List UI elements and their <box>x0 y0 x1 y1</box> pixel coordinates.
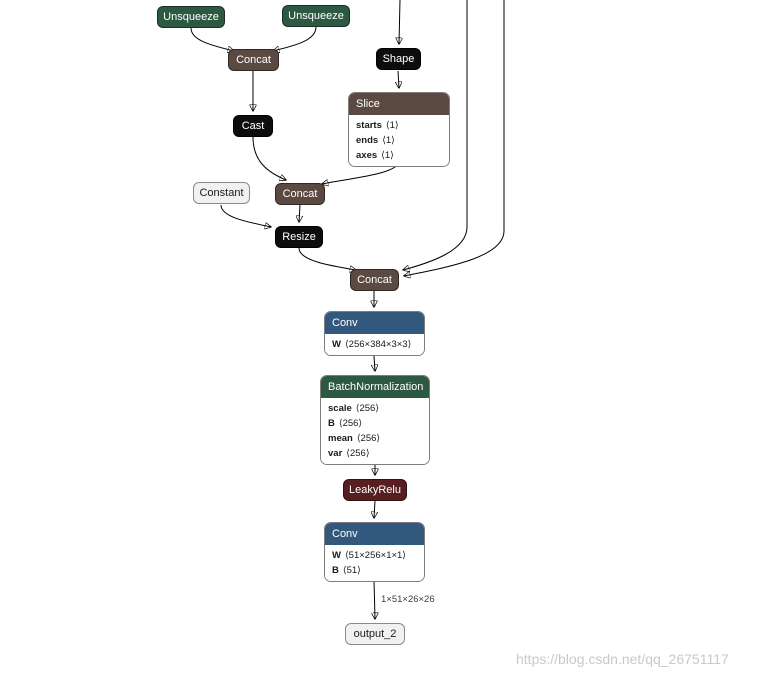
watermark: https://blog.csdn.net/qq_26751117 <box>516 651 729 667</box>
node-batchnormalization[interactable]: BatchNormalization scale⟨256⟩ B⟨256⟩ mea… <box>320 375 430 465</box>
node-unsqueeze-1[interactable]: Unsqueeze <box>157 6 225 28</box>
edge-shape-to-slice <box>398 70 399 88</box>
node-conv2-attrs: W⟨51×256×1×1⟩ B⟨51⟩ <box>325 545 424 581</box>
node-conv-2[interactable]: Conv W⟨51×256×1×1⟩ B⟨51⟩ <box>324 522 425 582</box>
attr-row: W⟨51×256×1×1⟩ <box>325 548 424 563</box>
attr-row: axes⟨1⟩ <box>349 148 449 163</box>
attr-row: B⟨51⟩ <box>325 563 424 578</box>
node-unsqueeze-2[interactable]: Unsqueeze <box>282 5 350 27</box>
node-concat-3[interactable]: Concat <box>350 269 399 291</box>
attr-value: ⟨1⟩ <box>381 150 394 161</box>
edge-conv2-to-output <box>374 579 375 619</box>
node-conv-1[interactable]: Conv W⟨256×384×3×3⟩ <box>324 311 425 356</box>
edge-conv1-to-batchnorm <box>374 355 375 371</box>
attr-name: scale <box>328 403 352 414</box>
edge-unsqueeze1-to-concat1 <box>190 27 234 51</box>
attr-row: W⟨256×384×3×3⟩ <box>325 337 424 352</box>
edge-cast-to-concat2 <box>252 136 286 180</box>
edge-concat2-to-resize <box>299 204 300 222</box>
node-conv1-header: Conv <box>325 312 424 334</box>
node-concat-1[interactable]: Concat <box>228 49 279 71</box>
edge-skip1-to-concat3 <box>403 0 468 270</box>
node-leakyrelu[interactable]: LeakyRelu <box>343 479 407 501</box>
node-concat-2[interactable]: Concat <box>275 183 325 205</box>
attr-name: W <box>332 339 341 350</box>
edge-label-output-shape: 1×51×26×26 <box>381 594 435 605</box>
node-batchnorm-header: BatchNormalization <box>321 376 429 398</box>
edge-leakyrelu-to-conv2 <box>374 500 375 518</box>
attr-name: var <box>328 448 343 459</box>
attr-value: ⟨256⟩ <box>355 403 380 414</box>
attr-value: ⟨256⟩ <box>346 448 370 459</box>
attr-row: ends⟨1⟩ <box>349 133 449 148</box>
attr-name: axes <box>356 150 378 161</box>
attr-value: ⟨256×384×3×3⟩ <box>344 339 412 350</box>
node-shape[interactable]: Shape <box>376 48 421 70</box>
node-slice[interactable]: Slice starts⟨1⟩ ends⟨1⟩ axes⟨1⟩ <box>348 92 450 167</box>
attr-value: ⟨1⟩ <box>382 135 395 146</box>
attr-name: W <box>332 550 341 561</box>
attr-name: B <box>332 565 339 576</box>
edge-constant-to-resize <box>220 204 271 227</box>
node-slice-attrs: starts⟨1⟩ ends⟨1⟩ axes⟨1⟩ <box>349 115 449 166</box>
node-batchnorm-attrs: scale⟨256⟩ B⟨256⟩ mean⟨256⟩ var⟨256⟩ <box>321 398 429 464</box>
node-output-2[interactable]: output_2 <box>345 623 405 645</box>
attr-value: ⟨256⟩ <box>338 418 363 429</box>
attr-name: ends <box>356 135 379 146</box>
node-conv1-attrs: W⟨256×384×3×3⟩ <box>325 334 424 355</box>
attr-row: starts⟨1⟩ <box>349 118 449 133</box>
node-constant[interactable]: Constant <box>193 182 250 204</box>
attr-value: ⟨256⟩ <box>356 433 381 444</box>
edge-skip2-to-concat3 <box>404 0 505 276</box>
node-cast[interactable]: Cast <box>233 115 273 137</box>
attr-value: ⟨51×256×1×1⟩ <box>344 550 407 561</box>
attr-row: scale⟨256⟩ <box>321 401 429 416</box>
node-conv2-header: Conv <box>325 523 424 545</box>
attr-row: mean⟨256⟩ <box>321 431 429 446</box>
attr-value: ⟨1⟩ <box>385 120 399 131</box>
attr-value: ⟨51⟩ <box>342 565 361 576</box>
edge-resize-to-concat3 <box>298 247 356 270</box>
node-resize[interactable]: Resize <box>275 226 323 248</box>
edge-input-to-shape <box>399 0 400 44</box>
attr-row: B⟨256⟩ <box>321 416 429 431</box>
node-slice-header: Slice <box>349 93 449 115</box>
attr-name: starts <box>356 120 382 131</box>
edge-unsqueeze2-to-concat1 <box>273 26 317 51</box>
attr-name: B <box>328 418 335 429</box>
attr-row: var⟨256⟩ <box>321 446 429 461</box>
attr-name: mean <box>328 433 353 444</box>
